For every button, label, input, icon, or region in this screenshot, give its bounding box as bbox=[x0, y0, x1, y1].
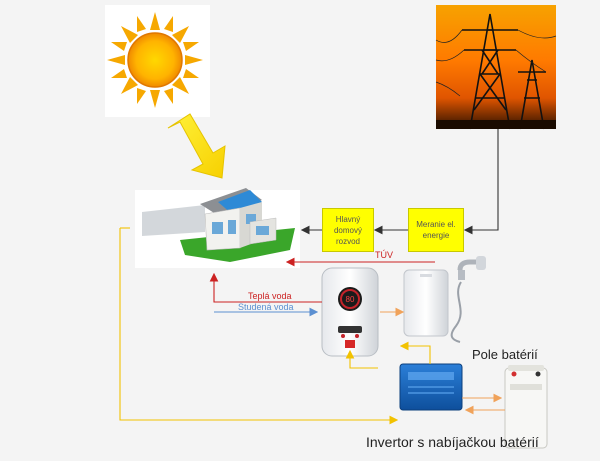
inverter-to-heater-line bbox=[345, 349, 378, 369]
power-lines-icon bbox=[435, 5, 557, 130]
inverter-to-tank-line bbox=[399, 341, 431, 364]
house-to-inverter-line bbox=[119, 228, 399, 425]
grid-to-meter-line bbox=[463, 129, 499, 235]
hot-water-line bbox=[209, 272, 322, 303]
sun-arrow bbox=[167, 113, 226, 179]
boiler-tank-icon bbox=[403, 269, 449, 337]
battery-bank-label: Pole batérií bbox=[472, 347, 538, 362]
battery-icon bbox=[504, 365, 548, 449]
hot-water-label: Teplá voda bbox=[248, 291, 292, 301]
tuv-label: TÚV bbox=[375, 250, 393, 260]
faucet-icon bbox=[450, 256, 486, 343]
inverter-label: Invertor s nabíjačkou batérií bbox=[366, 434, 539, 450]
meter-box: Meranie el. energie bbox=[408, 208, 464, 252]
main-panel-box: Hlavný domový rozvod bbox=[322, 208, 374, 252]
meter-label: Meranie el. energie bbox=[416, 220, 456, 240]
cold-water-label: Studená voda bbox=[238, 302, 294, 312]
svg-text:80: 80 bbox=[346, 295, 355, 304]
water-heater-icon: 80 bbox=[321, 267, 379, 357]
house-icon bbox=[135, 188, 300, 268]
sun-icon bbox=[105, 5, 210, 117]
inverter-icon bbox=[399, 363, 463, 411]
main-panel-label: Hlavný domový rozvod bbox=[333, 214, 362, 246]
